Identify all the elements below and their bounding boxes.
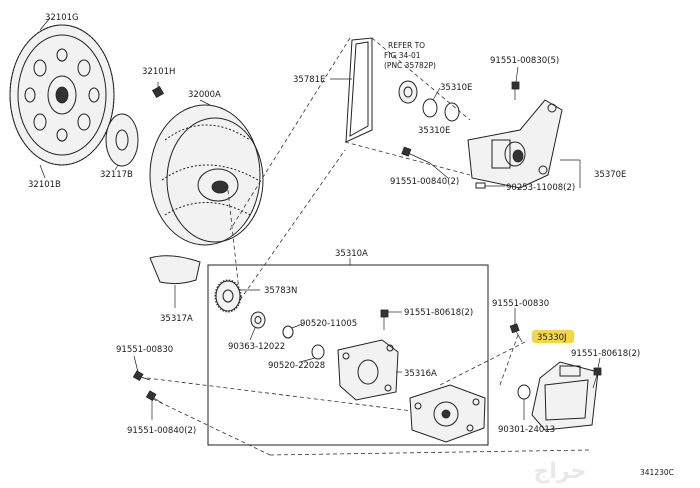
drive-plate-32101b (9, 24, 115, 166)
label-90363-12022: 90363-12022 (228, 342, 285, 352)
pump-assembly (409, 384, 486, 443)
bracket-35370e (467, 99, 563, 189)
assembly-frame-35310a (207, 264, 489, 446)
label-32101g: 32101G (45, 13, 79, 23)
bolt-91551-80618-2-top (380, 309, 389, 330)
ref-line-2: FIG 34-01 (384, 51, 421, 60)
label-91551-80618-2-right: 91551-80618(2) (571, 349, 640, 359)
label-90301-24013: 90301-24013 (498, 425, 555, 435)
leader-91551-80618-right (597, 357, 601, 369)
o-ring-90301-24013 (517, 384, 531, 400)
cover-35317a (149, 255, 201, 285)
label-90520-22028: 90520-22028 (268, 361, 325, 371)
label-91551-00840-2-top: 91551-00840(2) (390, 177, 459, 187)
pin-90253-11008 (475, 182, 486, 189)
label-35310e-lower: 35310E (418, 126, 450, 136)
label-90253-11008: 90253-11008(2) (506, 183, 575, 193)
bolt-91551-80618-2-right (592, 367, 602, 389)
label-35317a: 35317A (160, 314, 193, 324)
leader-91551-00830-left (133, 355, 139, 373)
diagram-id: 341230C (640, 468, 674, 477)
leader-32117b (114, 164, 119, 171)
leader-91551-00840-2-top (429, 162, 449, 179)
leader-90363-12022 (249, 327, 256, 341)
ring-90520-22028 (311, 344, 325, 360)
strainer-35330j (531, 361, 599, 431)
leader-32101b (39, 164, 46, 179)
leader-32101g (39, 17, 51, 31)
label-35781e: 35781E (293, 75, 325, 85)
label-91551-80618-2-top: 91551-80618(2) (404, 308, 473, 318)
ref-line-1: REFER TO (388, 41, 425, 50)
label-90520-11005: 90520-11005 (300, 319, 357, 329)
label-32117b: 32117B (100, 170, 133, 180)
label-91551-00830-5: 91551-00830(5) (490, 56, 559, 66)
bolt-91551-00830-left (132, 370, 151, 382)
label-35330j[interactable]: 35330J (537, 333, 567, 343)
gear-35783n (214, 279, 242, 313)
pump-body-35316a (337, 339, 399, 401)
assembly-dashed-lines (146, 37, 591, 456)
bolt-91551-00830-5 (511, 81, 520, 100)
sprocket (398, 80, 418, 104)
label-91551-00830: 91551-00830 (492, 299, 549, 309)
ring-35310e-upper (422, 98, 438, 118)
leader-90520-22028 (299, 357, 316, 363)
label-91551-00830-left: 91551-00830 (116, 345, 173, 355)
leader-32000a (199, 99, 211, 106)
bolt-91551-00840-2-left (145, 390, 163, 404)
label-32101h: 32101H (142, 67, 175, 77)
label-91551-00840-2-left: 91551-00840(2) (127, 426, 196, 436)
torque-converter-32000a (149, 104, 264, 246)
ring-90520-11005 (282, 325, 294, 339)
label-32101b: 32101B (28, 180, 61, 190)
label-35370e: 35370E (594, 170, 626, 180)
leader-91551-00830-5 (515, 66, 519, 83)
plate-32117b (105, 113, 139, 167)
label-35310a: 35310A (335, 249, 368, 259)
label-35783n: 35783N (264, 286, 297, 296)
label-35316a: 35316A (404, 369, 437, 379)
leader-35310e-upper (432, 87, 441, 101)
leader-90520-11005 (291, 323, 303, 329)
label-35310e-upper: 35310E (440, 83, 472, 93)
chain-35781e (345, 37, 373, 143)
bolt-91551-00830 (509, 323, 523, 343)
highlight-35330j (532, 330, 574, 343)
bolt-32101h (151, 82, 165, 99)
ring-35310e-lower (444, 102, 460, 122)
label-32000a: 32000A (188, 90, 221, 100)
bolt-91551-00840-2-top (401, 146, 431, 164)
ref-line-3: (PNC 35782P) (384, 61, 436, 70)
bearing-90363-12022 (250, 311, 266, 329)
watermark: حراج (534, 459, 587, 484)
reference-note: REFER TO FIG 34-01 (PNC 35782P) (384, 41, 436, 70)
